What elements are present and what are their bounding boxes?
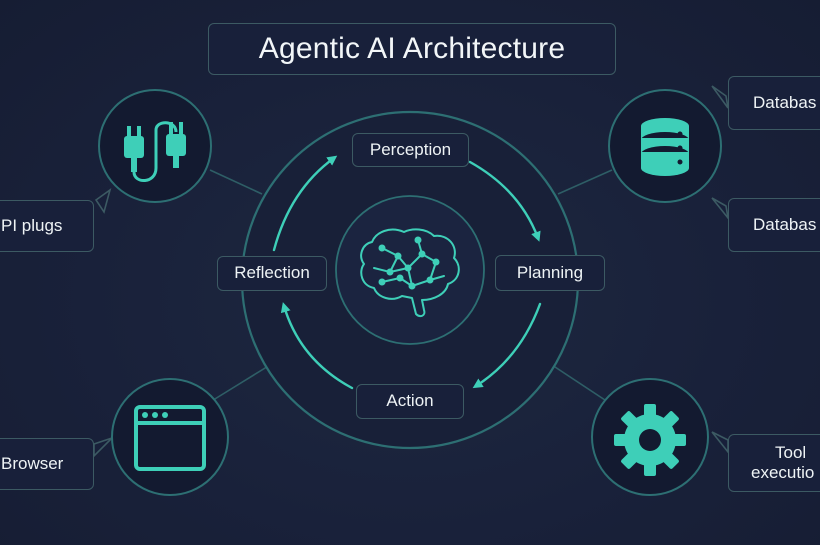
tail-browser xyxy=(93,437,113,458)
database-icon xyxy=(641,118,689,176)
planning-label: Planning xyxy=(495,255,605,291)
gear-icon xyxy=(614,404,686,476)
browser-label: Browser xyxy=(0,438,94,490)
connector-lines xyxy=(209,169,613,403)
tool-execution-line2: executio xyxy=(751,463,815,482)
brain-icon xyxy=(360,228,460,318)
tail-api xyxy=(94,188,112,214)
api-plugins-label: PI plugs xyxy=(0,200,94,252)
connector-api xyxy=(209,169,263,195)
browser-window-icon xyxy=(134,405,206,471)
connector-browser xyxy=(209,364,271,403)
cycle-arrows xyxy=(272,155,542,390)
arrow-action-to-reflection xyxy=(280,302,354,390)
tool-execution-line1: Tool xyxy=(775,442,807,462)
arrow-planning-to-action xyxy=(472,302,542,389)
reflection-label: Reflection xyxy=(217,256,327,291)
page-title: Agentic AI Architecture xyxy=(208,23,616,75)
database-label-top: Databas xyxy=(728,76,820,130)
tail-tool xyxy=(711,431,729,455)
action-label: Action xyxy=(356,384,464,419)
perception-label: Perception xyxy=(352,133,469,167)
arrow-reflection-to-perception xyxy=(272,155,338,252)
tail-database-bottom xyxy=(711,197,730,221)
tail-database-top xyxy=(711,85,729,109)
tool-execution-label: Tool executio xyxy=(728,434,820,492)
arrow-perception-to-planning xyxy=(468,160,541,242)
connector-database xyxy=(557,169,613,195)
plug-icon xyxy=(124,121,186,182)
connector-tool xyxy=(551,364,609,403)
database-label-bottom: Databas xyxy=(728,198,820,252)
browser-circle xyxy=(111,378,229,496)
